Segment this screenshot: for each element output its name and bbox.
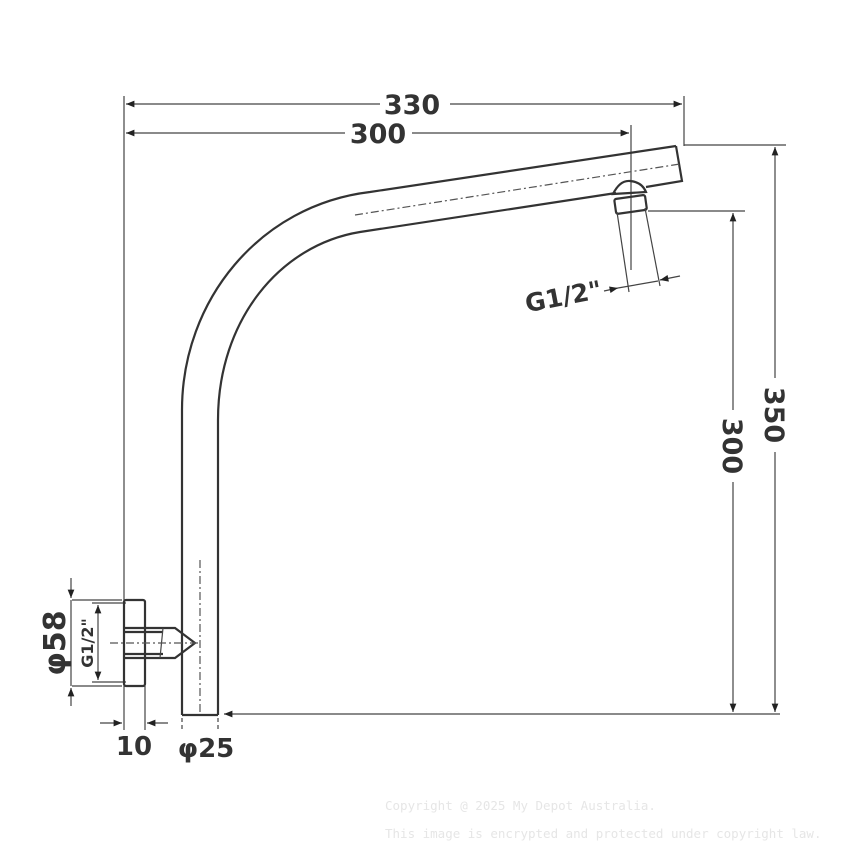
dim-outlet-thread: G1/2" bbox=[523, 275, 605, 318]
dim-pipe-diameter: φ25 bbox=[178, 734, 235, 764]
watermark-line1: Copyright @ 2025 My Depot Australia. bbox=[385, 798, 656, 813]
dim-flange-thickness: 10 bbox=[116, 732, 152, 762]
dim-center-length: 300 bbox=[350, 119, 406, 150]
extension-lines bbox=[72, 96, 786, 732]
outlet-nozzle bbox=[611, 179, 661, 293]
dim-inlet-thread: G1/2" bbox=[78, 618, 97, 668]
dim-overall-height: 350 bbox=[758, 387, 789, 443]
shower-arm bbox=[180, 144, 684, 717]
wall-flange bbox=[110, 598, 200, 688]
dimension-lines bbox=[67, 100, 780, 727]
dim-outlet-height: 300 bbox=[716, 418, 747, 474]
dim-flange-diameter: φ58 bbox=[38, 610, 73, 675]
dim-overall-length: 330 bbox=[384, 90, 440, 121]
watermark-line2: This image is encrypted and protected un… bbox=[385, 826, 822, 841]
